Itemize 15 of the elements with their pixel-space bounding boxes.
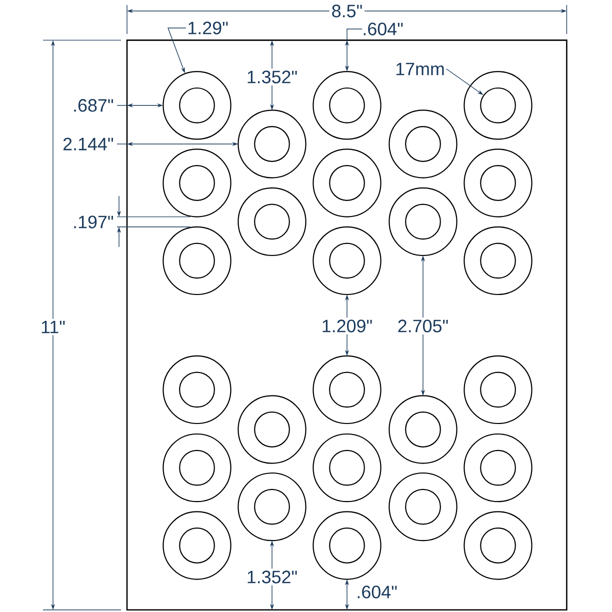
dimension-label: .197": [74, 216, 114, 228]
round-label: [162, 71, 232, 140]
dimension-label: 1.352": [244, 68, 300, 86]
dimension-label: .604": [364, 22, 403, 36]
label-hole: [480, 87, 516, 124]
dimension-label: 1.209": [319, 318, 375, 334]
dimension-label: 1.29": [188, 22, 228, 34]
dimension-label: .604": [358, 586, 397, 598]
dimension-label: 1.352": [244, 568, 300, 586]
dimension-label: 8.5": [329, 2, 365, 20]
dimension-label: 2.705": [395, 318, 451, 334]
dimension-label: 17mm: [396, 62, 444, 76]
dimension-label: 11": [38, 318, 68, 336]
dimension-label: .687": [74, 99, 114, 112]
dimension-label: 2.144": [63, 138, 114, 150]
